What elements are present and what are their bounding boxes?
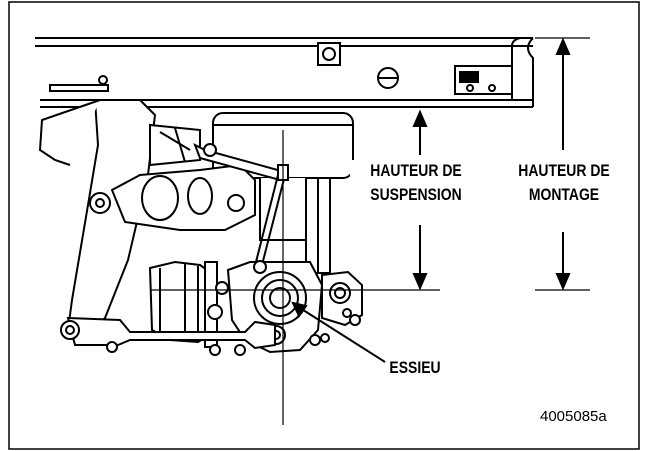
hanger-bracket <box>38 99 157 331</box>
trailing-arm <box>110 123 256 231</box>
suspension-height-label-1: HAUTEUR DE <box>370 161 462 180</box>
axle-leader-arrow <box>291 301 386 363</box>
lower-torque-rod <box>60 316 330 356</box>
mounting-height-arrow <box>555 37 571 291</box>
frame-clip <box>49 75 109 92</box>
suspension-height-arrow <box>412 109 428 291</box>
axle-label: ESSIEU <box>389 358 441 377</box>
reference-lines <box>150 37 590 425</box>
diagram-border <box>8 1 640 450</box>
suspension-height-label-2: SUSPENSION <box>370 185 462 204</box>
label-mask <box>350 160 485 218</box>
figure-number: 4005085a <box>540 408 607 425</box>
mounting-height-label-1: HAUTEUR DE <box>518 161 610 180</box>
brake-camshaft <box>321 270 363 327</box>
frame-rail <box>35 37 534 108</box>
mounting-height-label-2: MONTAGE <box>528 185 600 204</box>
brake-chamber <box>148 260 229 348</box>
